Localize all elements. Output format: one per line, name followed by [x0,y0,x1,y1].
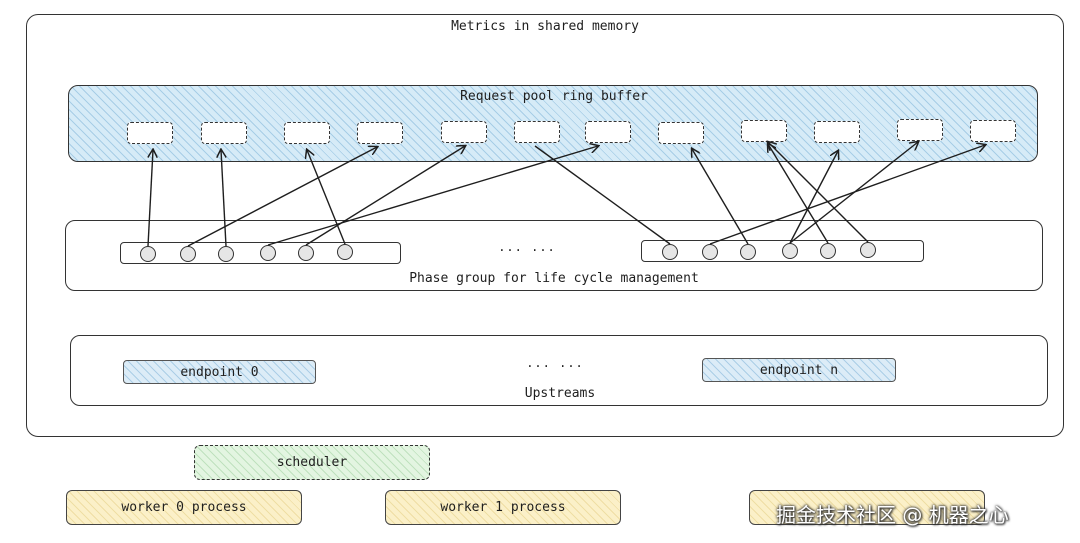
worker-2-process [749,490,985,525]
phase-group-label: Phase group for life cycle management [409,271,699,286]
phase-node [820,243,836,259]
scheduler-box: scheduler [194,445,430,480]
arrow [307,150,346,245]
phase-group-ellipsis: ... ... [498,240,556,254]
pool-slot [441,121,487,143]
arrow [692,149,749,245]
pool-slot [127,122,173,144]
phase-node [337,244,353,260]
worker-1-process: worker 1 process [385,490,621,525]
pool-slot [284,122,330,144]
line [534,145,671,245]
arrow [267,146,598,246]
phase-node [218,246,234,262]
pool-slot [814,121,860,143]
upstreams-label: Upstreams [524,386,596,401]
endpoint-0: endpoint 0 [123,360,316,384]
pool-slot [514,121,560,143]
arrow [789,151,838,244]
phase-node [140,246,156,262]
pool-slot [741,120,787,142]
phase-node [298,245,314,261]
phase-node [260,245,276,261]
pool-slot [357,122,403,144]
upstreams-ellipsis: ... ... [526,356,584,370]
worker-0-process: worker 0 process [66,490,302,525]
phase-node [782,243,798,259]
pool-slot [658,122,704,144]
arrow [187,147,377,247]
phase-node [702,244,718,260]
arrow [305,146,465,246]
arrow [768,142,869,243]
arrow [768,144,829,244]
phase-node [662,244,678,260]
arrow [221,150,227,247]
arrow [709,145,985,245]
watermark-text: 掘金技术社区 @ 机器之心 [776,503,1009,527]
pool-slot [897,119,943,141]
phase-node [860,242,876,258]
pool-slot [201,122,247,144]
arrow [147,150,153,247]
pool-slot [585,121,631,143]
request-pool-title: Request pool ring buffer [460,89,648,104]
endpoint-n: endpoint n [702,358,896,382]
shared-memory-title: Metrics in shared memory [451,19,639,34]
phase-node [740,244,756,260]
phase-node [180,246,196,262]
request-pool-ring-buffer: Request pool ring buffer [68,85,1038,162]
pool-slot [970,120,1016,142]
